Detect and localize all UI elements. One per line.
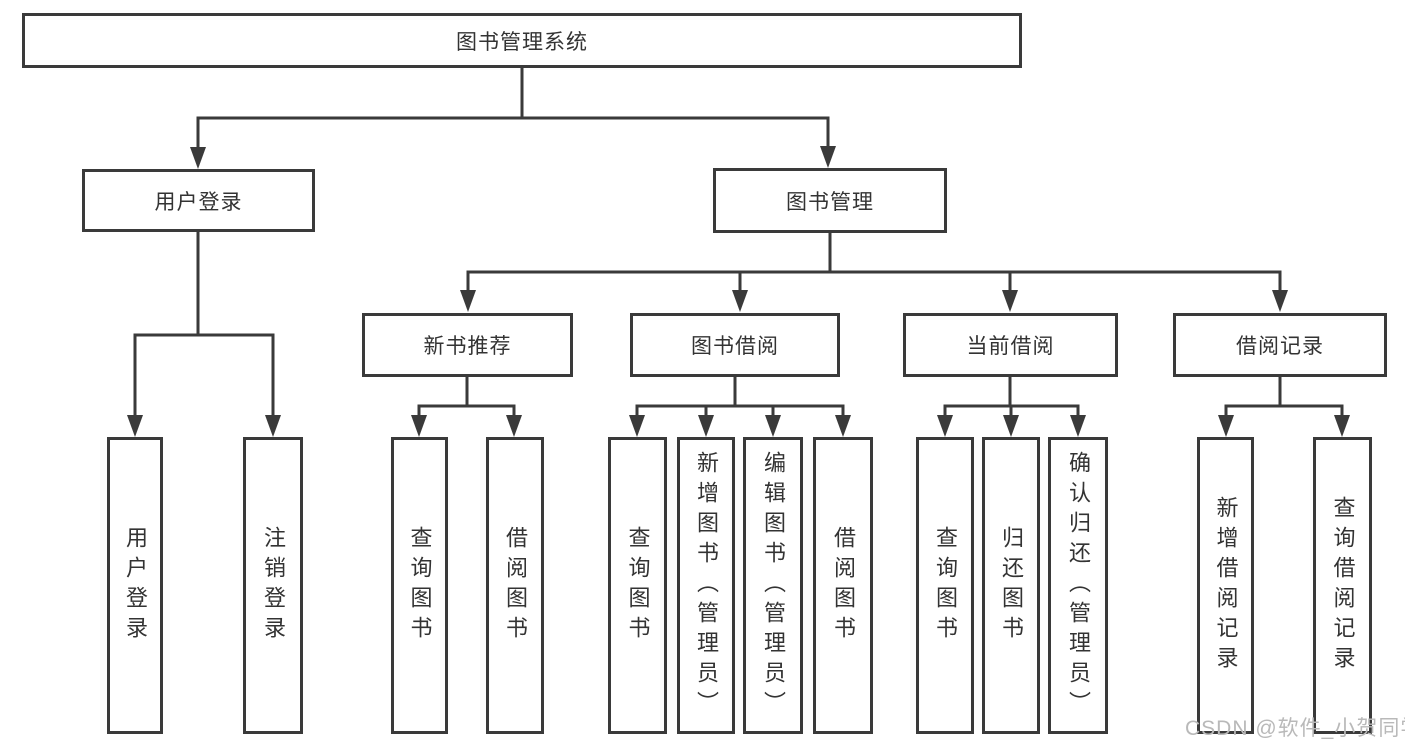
arrowhead bbox=[1070, 415, 1086, 437]
arrowheads bbox=[127, 146, 1350, 437]
leaf-record-add: 新增借阅记录 bbox=[1197, 437, 1254, 734]
leaf-borrowing-edit: 编辑图书（管理员） bbox=[743, 437, 803, 734]
leaf-newbook-query-label: 查询图书 bbox=[407, 525, 433, 646]
node-current-borrow-label: 当前借阅 bbox=[966, 335, 1055, 358]
leaf-borrowing-query: 查询图书 bbox=[608, 437, 667, 734]
leaf-logout: 注销登录 bbox=[243, 437, 303, 734]
arrowhead bbox=[1218, 415, 1234, 437]
arrowhead bbox=[629, 415, 645, 437]
leaf-record-query-label: 查询借阅记录 bbox=[1330, 495, 1356, 676]
connector-book-mgmt-split bbox=[466, 231, 1282, 298]
connector-user-login-split bbox=[133, 230, 275, 422]
node-user-login: 用户登录 bbox=[82, 169, 315, 232]
node-borrow-record: 借阅记录 bbox=[1173, 313, 1387, 377]
csdn-watermark: CSDN @软件_小贺同学 bbox=[1185, 717, 1405, 740]
leaf-newbook-query: 查询图书 bbox=[391, 437, 448, 734]
connector-new-book-split bbox=[417, 375, 516, 423]
leaf-newbook-borrow: 借阅图书 bbox=[486, 437, 544, 734]
arrowhead bbox=[265, 415, 281, 437]
connector-borrowing-split bbox=[635, 375, 845, 423]
node-root: 图书管理系统 bbox=[22, 13, 1022, 68]
leaf-current-query: 查询图书 bbox=[916, 437, 974, 734]
node-book-borrow: 图书借阅 bbox=[630, 313, 840, 377]
arrowhead bbox=[820, 146, 836, 168]
leaf-borrowing-add: 新增图书（管理员） bbox=[677, 437, 735, 734]
leaf-record-add-label: 新增借阅记录 bbox=[1213, 495, 1239, 676]
node-new-book-rec: 新书推荐 bbox=[362, 313, 573, 377]
leaf-record-query: 查询借阅记录 bbox=[1313, 437, 1372, 734]
arrowhead bbox=[1272, 290, 1288, 312]
leaf-borrowing-edit-label: 编辑图书（管理员） bbox=[761, 450, 786, 721]
arrowhead bbox=[411, 415, 427, 437]
leaf-logout-label: 注销登录 bbox=[261, 525, 286, 646]
arrowhead bbox=[937, 415, 953, 437]
leaf-user-login: 用户登录 bbox=[107, 437, 163, 734]
arrowhead bbox=[190, 147, 206, 169]
node-book-borrow-label: 图书借阅 bbox=[691, 335, 779, 358]
node-borrow-record-label: 借阅记录 bbox=[1236, 335, 1324, 358]
node-book-mgmt: 图书管理 bbox=[713, 168, 947, 233]
arrowhead bbox=[460, 290, 476, 312]
leaf-current-confirm-label: 确认归还（管理员） bbox=[1066, 450, 1091, 721]
leaf-borrowing-query-label: 查询图书 bbox=[625, 525, 651, 646]
node-root-label: 图书管理系统 bbox=[456, 30, 588, 54]
leaf-user-login-label: 用户登录 bbox=[123, 525, 148, 646]
arrowhead bbox=[506, 415, 522, 437]
arrowhead bbox=[765, 415, 781, 437]
leaf-borrowing-add-label: 新增图书（管理员） bbox=[694, 450, 719, 721]
node-current-borrow: 当前借阅 bbox=[903, 313, 1118, 377]
node-user-login-label: 用户登录 bbox=[154, 190, 243, 214]
arrowhead bbox=[1334, 415, 1350, 437]
leaf-current-query-label: 查询图书 bbox=[933, 525, 958, 646]
arrowhead bbox=[698, 415, 714, 437]
leaf-current-return-label: 归还图书 bbox=[999, 525, 1024, 646]
arrowhead bbox=[1003, 415, 1019, 437]
arrowhead bbox=[1002, 290, 1018, 312]
leaf-newbook-borrow-label: 借阅图书 bbox=[503, 525, 528, 646]
leaf-current-confirm: 确认归还（管理员） bbox=[1048, 437, 1108, 734]
leaf-current-return: 归还图书 bbox=[982, 437, 1040, 734]
leaf-borrowing-borrow-label: 借阅图书 bbox=[831, 525, 856, 646]
arrowhead bbox=[732, 290, 748, 312]
node-new-book-rec-label: 新书推荐 bbox=[423, 335, 512, 358]
arrowhead bbox=[835, 415, 851, 437]
arrowhead bbox=[127, 415, 143, 437]
node-book-mgmt-label: 图书管理 bbox=[786, 190, 874, 214]
connector-root-split bbox=[196, 66, 830, 154]
connector-records-split bbox=[1224, 375, 1344, 423]
connector-current-split bbox=[943, 375, 1080, 423]
leaf-borrowing-borrow: 借阅图书 bbox=[813, 437, 873, 734]
